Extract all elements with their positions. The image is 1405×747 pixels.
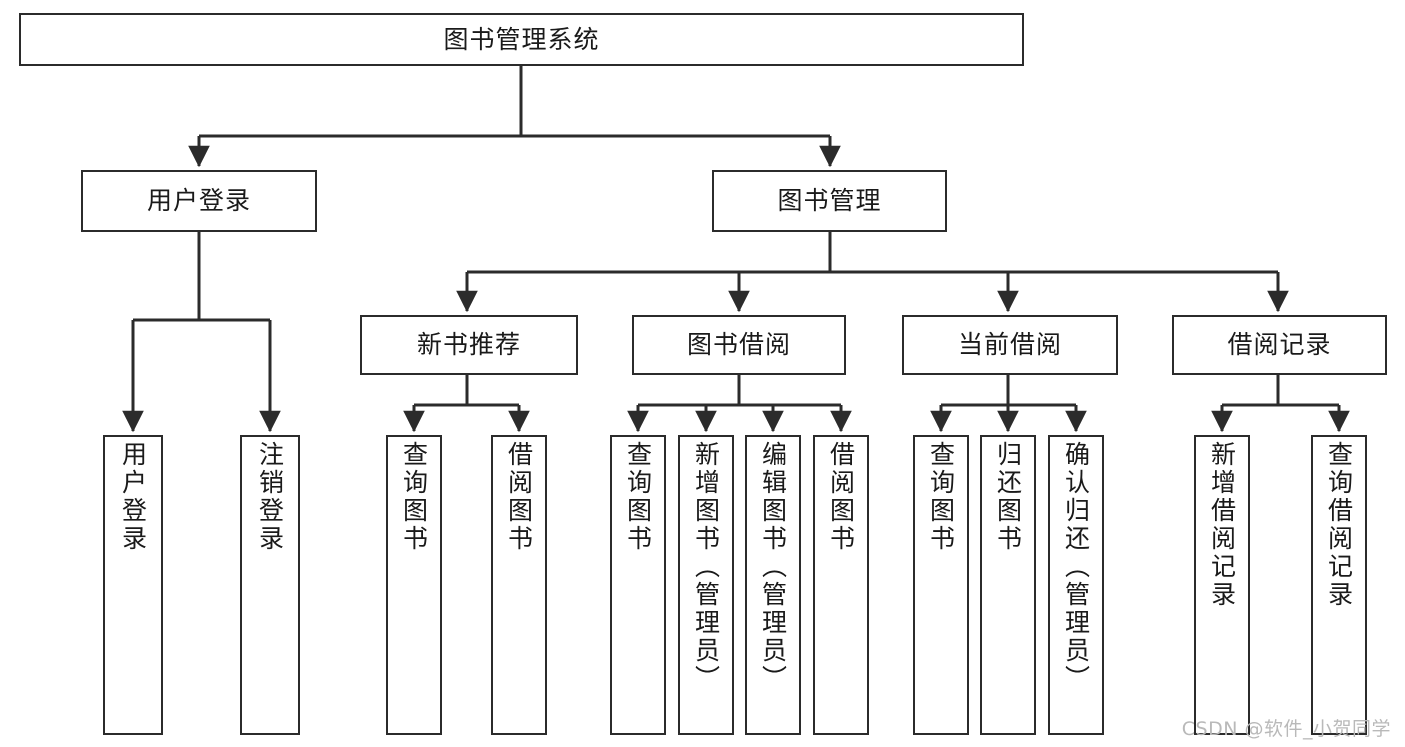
node-leaf-query-book-1-label: 查询图书 (399, 441, 429, 553)
node-leaf-confirm-return-label: 确认归还（管理员） (1061, 441, 1091, 693)
node-leaf-add-book[interactable]: 新增图书（管理员） (678, 435, 734, 735)
node-current-borrow[interactable]: 当前借阅 (902, 315, 1118, 375)
node-book-management[interactable]: 图书管理 (712, 170, 947, 232)
node-leaf-query-record[interactable]: 查询借阅记录 (1311, 435, 1367, 735)
node-new-book-recommend-label: 新书推荐 (416, 330, 521, 360)
node-leaf-add-record-label: 新增借阅记录 (1207, 441, 1237, 609)
node-leaf-query-book-1[interactable]: 查询图书 (386, 435, 442, 735)
node-leaf-return-book[interactable]: 归还图书 (980, 435, 1036, 735)
node-leaf-user-login[interactable]: 用户登录 (103, 435, 163, 735)
node-leaf-edit-book-label: 编辑图书（管理员） (758, 441, 788, 693)
node-borrow-record[interactable]: 借阅记录 (1172, 315, 1387, 375)
node-leaf-borrow-book-2[interactable]: 借阅图书 (813, 435, 869, 735)
node-leaf-user-login-label: 用户登录 (118, 441, 148, 553)
node-leaf-query-book-2[interactable]: 查询图书 (610, 435, 666, 735)
node-leaf-confirm-return[interactable]: 确认归还（管理员） (1048, 435, 1104, 735)
node-leaf-edit-book[interactable]: 编辑图书（管理员） (745, 435, 801, 735)
node-borrow-record-label: 借阅记录 (1227, 330, 1332, 360)
node-leaf-borrow-book-2-label: 借阅图书 (826, 441, 856, 553)
node-leaf-logout-login-label: 注销登录 (255, 441, 285, 553)
node-new-book-recommend[interactable]: 新书推荐 (360, 315, 578, 375)
node-leaf-query-book-2-label: 查询图书 (623, 441, 653, 553)
node-leaf-query-book-3[interactable]: 查询图书 (913, 435, 969, 735)
node-leaf-borrow-book-1[interactable]: 借阅图书 (491, 435, 547, 735)
node-leaf-return-book-label: 归还图书 (993, 441, 1023, 553)
node-leaf-add-record[interactable]: 新增借阅记录 (1194, 435, 1250, 735)
node-leaf-add-book-label: 新增图书（管理员） (691, 441, 721, 693)
node-leaf-borrow-book-1-label: 借阅图书 (504, 441, 534, 553)
node-book-borrow-label: 图书借阅 (686, 330, 791, 360)
node-root-label: 图书管理系统 (443, 24, 600, 54)
node-book-borrow[interactable]: 图书借阅 (632, 315, 846, 375)
node-book-management-label: 图书管理 (777, 186, 882, 216)
watermark: CSDN @软件_小贺同学 (1181, 718, 1391, 740)
node-user-login-label: 用户登录 (146, 186, 251, 216)
node-leaf-query-book-3-label: 查询图书 (926, 441, 956, 553)
node-leaf-logout-login[interactable]: 注销登录 (240, 435, 300, 735)
node-user-login[interactable]: 用户登录 (81, 170, 317, 232)
node-current-borrow-label: 当前借阅 (957, 330, 1062, 360)
node-leaf-query-record-label: 查询借阅记录 (1324, 441, 1354, 609)
node-root[interactable]: 图书管理系统 (19, 13, 1024, 66)
